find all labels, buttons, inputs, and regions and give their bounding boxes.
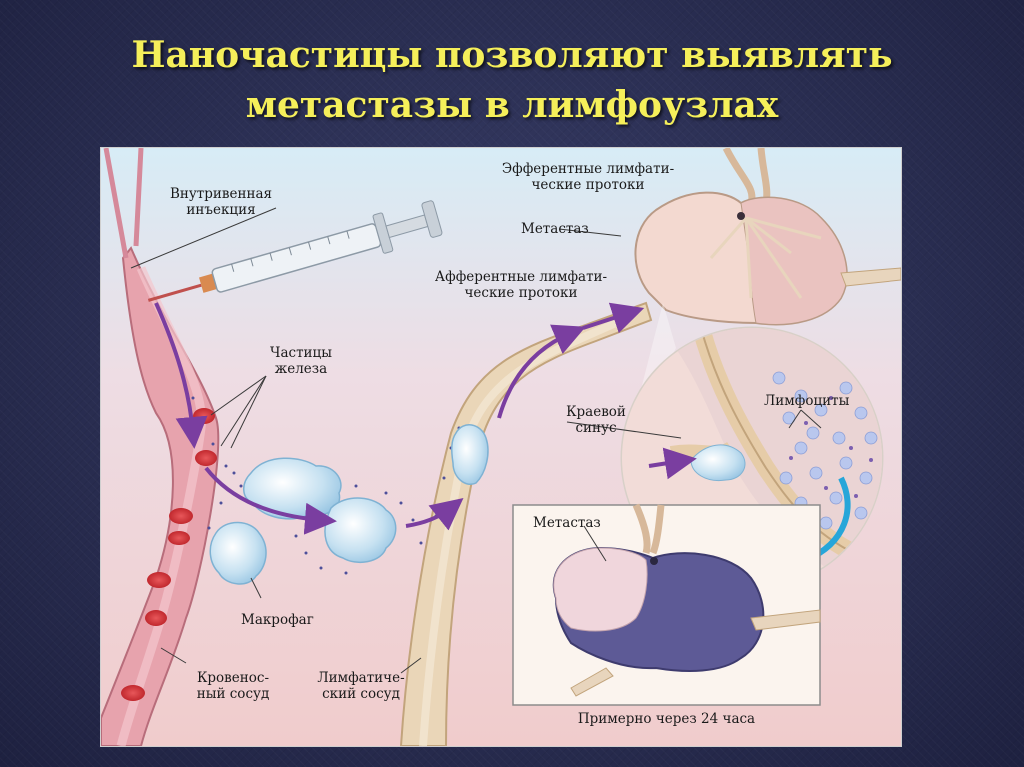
label-efferent: Эфферентные лимфати- ческие протоки [473, 161, 703, 193]
slide-title-line2: метастазы в лимфоузлах [0, 80, 1024, 130]
label-afferent: Афферентные лимфати- ческие протоки [401, 269, 641, 301]
slide-title-line1: Наночастицы позволяют выявлять [0, 30, 1024, 80]
label-metastasis-top: Метастаз [521, 221, 621, 237]
label-after-24h: Примерно через 24 часа [513, 711, 820, 727]
lymph-node-figure: Внутривенная инъекция Частицы железа Мак… [100, 147, 902, 747]
inset-24h [513, 505, 820, 705]
label-iron-particles: Частицы железа [256, 345, 346, 377]
figure-illustration [101, 148, 901, 746]
slide-title: Наночастицы позволяют выявлять метастазы… [0, 30, 1024, 130]
label-macrophage: Макрофаг [241, 612, 351, 628]
label-lymphocytes: Лимфоциты [764, 393, 884, 409]
label-lymph-vessel: Лимфатиче- ский сосуд [301, 670, 421, 702]
label-metastasis-inset: Метастаз [533, 515, 633, 531]
label-marginal-sinus: Краевой синус [561, 404, 631, 436]
label-blood-vessel: Кровенос- ный сосуд [183, 670, 283, 702]
label-injection: Внутривенная инъекция [156, 186, 286, 218]
